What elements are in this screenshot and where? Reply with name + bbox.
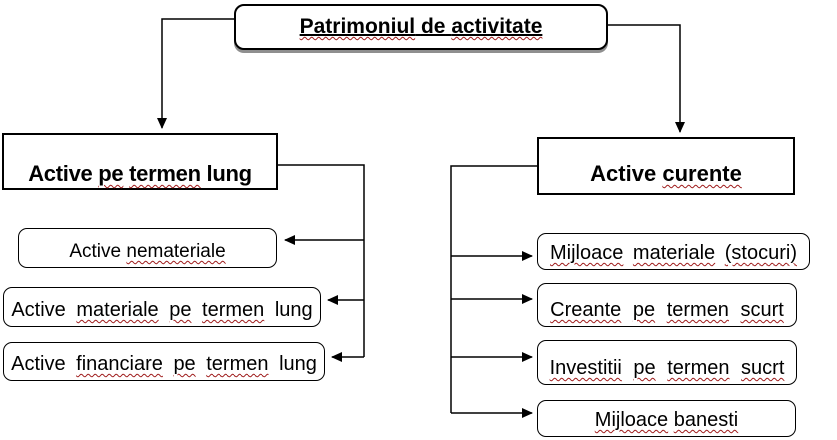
node-active-financiare-pe-termen-lung: Active financiare pe termen lung	[3, 342, 325, 381]
node-investitii-pe-termen-scurt: Investitii pe termen sucrt	[537, 340, 797, 385]
label-word: pe	[98, 161, 124, 186]
node-label: Patrimoniul de activitate	[300, 15, 543, 39]
node-mijloace-materiale-stocuri: Mijloace materiale (stocuri)	[537, 233, 810, 270]
label-word: Active	[11, 299, 66, 321]
label-word: pe	[169, 299, 192, 321]
label-word: Active	[590, 161, 657, 186]
node-active-pe-termen-lung: Active pe termen lung	[2, 133, 278, 190]
node-active-nemateriale: Active nemateriale	[18, 228, 277, 268]
label-word: sucrt	[741, 357, 785, 379]
connector-root-to-right-parent	[608, 24, 685, 133]
label-word: materiale	[76, 299, 159, 321]
node-label: Active pe termen lung	[28, 161, 252, 187]
node-active-curente: Active curente	[537, 137, 795, 195]
node-active-materiale-pe-termen-lung: Active materiale pe termen lung	[3, 287, 321, 327]
label-word: Mijloace	[594, 409, 669, 431]
label-word: Creante	[550, 299, 622, 321]
label-word: de	[420, 15, 446, 38]
node-mijloace-banesti: Mijloace banesti	[537, 400, 796, 437]
connector-root-to-left-parent	[157, 18, 235, 129]
label-word: pe	[633, 357, 656, 379]
node-label: Active nemateriale	[69, 241, 225, 263]
node-label: Mijloace materiale (stocuri)	[550, 242, 797, 265]
node-label: Active curente	[590, 161, 742, 187]
label-word: termen	[666, 299, 729, 321]
connector-left-trunk	[278, 164, 365, 357]
node-label: Creante pe termen scurt	[550, 299, 784, 322]
label-word: activitate	[451, 15, 543, 38]
label-word: banesti	[673, 409, 739, 431]
label-word: termen	[206, 353, 269, 375]
label-word: Mijloace	[550, 242, 624, 264]
label-word: lung	[206, 161, 253, 186]
node-patrimoniul-de-activitate: Patrimoniul de activitate	[234, 4, 608, 50]
label-word: termen	[202, 299, 265, 321]
label-word: Active	[11, 353, 66, 375]
label-word: nemateriale	[126, 241, 226, 262]
label-word: termen	[667, 357, 730, 379]
node-creante-pe-termen-scurt: Creante pe termen scurt	[537, 283, 797, 327]
label-word: termen	[129, 161, 201, 186]
label-word: Active	[28, 161, 93, 186]
label-word: lung	[279, 353, 317, 375]
label-word: materiale	[632, 242, 716, 264]
label-word: pe	[632, 299, 656, 321]
node-label: Mijloace banesti	[595, 409, 738, 432]
node-label: Active materiale pe termen lung	[11, 299, 312, 322]
label-word: financiare	[76, 353, 163, 375]
connector-right-trunk	[450, 165, 537, 413]
node-label: Active financiare pe termen lung	[11, 353, 317, 376]
label-word: (stocuri)	[724, 242, 797, 264]
label-word: scurt	[740, 299, 784, 321]
label-word: Active	[69, 241, 122, 262]
label-word: Investitii	[549, 357, 622, 379]
label-word: curente	[662, 161, 742, 186]
label-word: Patrimoniul	[299, 15, 416, 38]
label-word: pe	[173, 353, 196, 375]
node-label: Investitii pe termen sucrt	[550, 357, 785, 380]
label-word: lung	[274, 299, 313, 321]
